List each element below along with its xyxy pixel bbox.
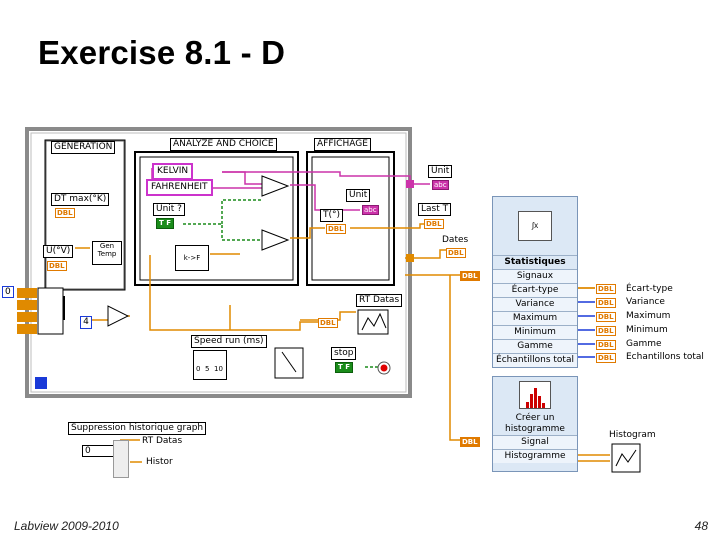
unit-indicator-label: Unit: [346, 189, 371, 202]
stats-input-signaux[interactable]: Signaux: [493, 269, 577, 283]
temp-indicator-label: T(°): [320, 209, 344, 222]
label-generation: GENERATION: [51, 141, 116, 154]
out-echantillons-label: Échantillons total: [626, 352, 704, 362]
footer-course: Labview 2009-2010: [14, 519, 119, 533]
dial-tick-5: 5: [205, 365, 210, 373]
out-variance-tag: DBL: [596, 298, 616, 308]
frame-generation: [44, 139, 126, 291]
stats-input-echantillons[interactable]: Échantillons total: [493, 353, 577, 367]
unit-out-tag: abc: [432, 180, 449, 190]
unit-out-label: Unit: [428, 165, 453, 178]
formula-node[interactable]: k->F: [175, 245, 209, 271]
stats-input-gamme[interactable]: Gamme: [493, 339, 577, 353]
dial-tick-10: 10: [214, 365, 223, 373]
unit-select-tag[interactable]: T F: [156, 218, 174, 229]
last-t-label: Last T: [418, 203, 452, 216]
rt-datas-tag: DBL: [318, 318, 338, 328]
histo-input-histogramme[interactable]: Histogramme: [493, 449, 577, 463]
out-maximum-label: Maximum: [626, 311, 671, 321]
histogramme-express-vi[interactable]: Créer un histogramme Signal Histogramme: [492, 376, 578, 472]
out-ecart-type-label: Écart-type: [626, 284, 673, 294]
out-gamme-label: Gamme: [626, 339, 662, 349]
rt-datas-label-bottom: RT Datas: [142, 436, 183, 446]
unit-indicator-tag: abc: [362, 205, 379, 215]
out-minimum-tag: DBL: [596, 326, 616, 336]
frame-analyze: [134, 151, 299, 286]
dial-tick-0: 0: [196, 365, 201, 373]
out-variance-label: Variance: [626, 297, 665, 307]
fahrenheit-constant[interactable]: FAHRENHEIT: [146, 179, 213, 196]
suppression-control[interactable]: 0: [82, 445, 116, 457]
rt-datas-invoke: [113, 440, 129, 478]
stats-input-maximum[interactable]: Maximum: [493, 311, 577, 325]
stats-title: Statistiques: [493, 255, 577, 269]
suppression-label: Suppression historique graph: [68, 422, 207, 435]
while-loop-frame: [25, 127, 412, 398]
page-number: 48: [694, 519, 708, 533]
label-analyze: ANALYZE AND CHOICE: [170, 138, 277, 151]
histogram-icon: [493, 377, 577, 413]
temp-indicator-tag: DBL: [326, 224, 346, 234]
statistics-icon: ∫x: [493, 197, 577, 255]
frame-affichage: [306, 151, 395, 286]
stop-button-tag[interactable]: T F: [335, 362, 353, 373]
kelvin-constant[interactable]: KELVIN: [152, 163, 194, 180]
stats-input-variance[interactable]: Variance: [493, 297, 577, 311]
histo-signal-input-tag: DBL: [460, 437, 480, 447]
dt-max-control-tag[interactable]: DBL: [55, 208, 75, 218]
out-echantillons-tag: DBL: [596, 353, 616, 363]
unit-select-label: Unit ?: [153, 203, 185, 216]
statistiques-express-vi[interactable]: ∫x Statistiques Signaux Écart-type Varia…: [492, 196, 578, 368]
speed-run-dial[interactable]: 0 5 10: [193, 350, 227, 380]
histor-label: Histor: [146, 457, 173, 467]
out-gamme-tag: DBL: [596, 340, 616, 350]
dates-tag: DBL: [446, 248, 466, 258]
label-affichage: AFFICHAGE: [314, 138, 371, 151]
loop-count-constant[interactable]: 4: [80, 316, 92, 329]
histo-input-signal[interactable]: Signal: [493, 435, 577, 449]
stats-input-minimum[interactable]: Minimum: [493, 325, 577, 339]
rt-datas-label: RT Datas: [356, 294, 403, 307]
histo-title-2: histogramme: [505, 424, 565, 434]
left-edge-value: 0: [2, 286, 14, 298]
dt-max-control-label: DT max(°K): [51, 193, 110, 206]
slide-title: Exercise 8.1 - D: [38, 34, 286, 71]
histogram-indicator-label: Histogram: [609, 430, 656, 440]
dates-label: Dates: [442, 235, 469, 245]
u-control-label: U(°V): [43, 245, 74, 258]
last-t-tag: DBL: [424, 219, 444, 229]
out-maximum-tag: DBL: [596, 312, 616, 322]
stats-input-ecart-type[interactable]: Écart-type: [493, 283, 577, 297]
u-control-tag[interactable]: DBL: [47, 261, 67, 271]
stop-label: stop: [331, 347, 357, 360]
gen-temp-subvi[interactable]: Gen Temp: [92, 241, 122, 265]
histo-title-1: Créer un: [515, 413, 555, 423]
stats-signal-input-tag: DBL: [460, 271, 480, 281]
out-minimum-label: Minimum: [626, 325, 668, 335]
speed-run-label: Speed run (ms): [191, 335, 267, 348]
out-ecart-type-tag: DBL: [596, 284, 616, 294]
